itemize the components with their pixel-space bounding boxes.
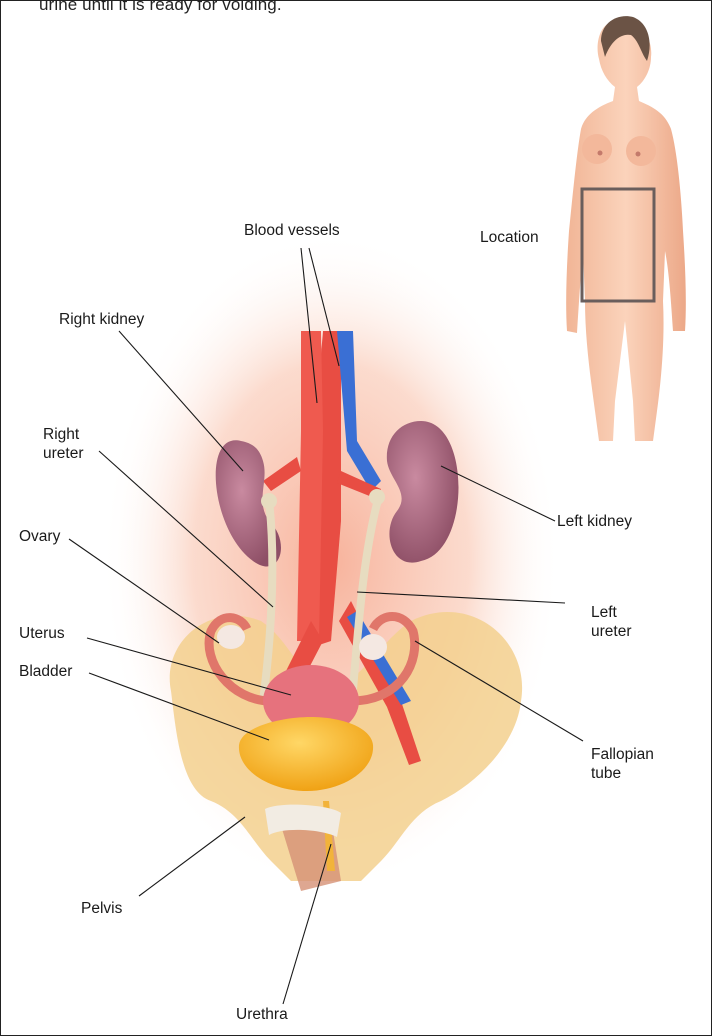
label-uterus: Uterus <box>19 624 65 643</box>
location-figure <box>566 16 686 441</box>
label-pelvis: Pelvis <box>81 899 122 918</box>
label-left-ureter-line2: ureter <box>591 622 632 641</box>
label-fallopian-line2: tube <box>591 764 621 783</box>
label-urethra: Urethra <box>236 1005 288 1024</box>
label-bladder: Bladder <box>19 662 72 681</box>
label-blood-vessels: Blood vessels <box>244 221 340 240</box>
label-left-ureter-line1: Left <box>591 603 617 622</box>
label-left-kidney: Left kidney <box>557 512 632 531</box>
label-fallopian-line1: Fallopian <box>591 745 654 764</box>
label-right-ureter-line1: Right <box>43 425 79 444</box>
label-ovary: Ovary <box>19 527 60 546</box>
label-right-ureter-line2: ureter <box>43 444 84 463</box>
label-right-kidney: Right kidney <box>59 310 144 329</box>
label-location: Location <box>480 228 539 247</box>
